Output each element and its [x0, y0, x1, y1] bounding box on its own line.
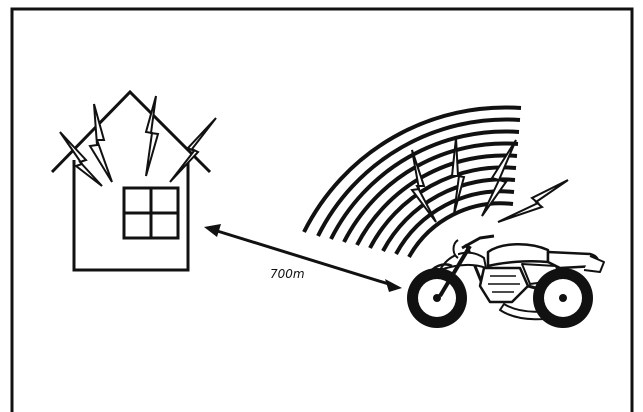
lightning-bolt-icon — [481, 139, 517, 217]
distance-label: 700m — [270, 267, 305, 281]
frame-border — [10, 7, 634, 412]
lightning-bolt-icon — [169, 117, 217, 183]
house-lightning — [59, 95, 217, 187]
lightning-bolt-icon — [450, 137, 466, 215]
radio-waves-icon — [302, 105, 522, 258]
lightning-bolt-icon — [144, 95, 160, 177]
lightning-bolt-icon — [410, 149, 437, 223]
house-icon — [50, 89, 212, 272]
window-icon — [122, 186, 180, 240]
motorcycle-icon — [407, 234, 605, 328]
wave-lightning — [410, 137, 569, 223]
lightning-bolt-icon — [497, 179, 569, 223]
lightning-bolt-icon — [59, 131, 103, 187]
double-arrow-icon — [204, 224, 402, 292]
lightning-bolt-icon — [88, 103, 113, 183]
rear-wheel — [533, 268, 593, 328]
front-wheel — [407, 268, 467, 328]
